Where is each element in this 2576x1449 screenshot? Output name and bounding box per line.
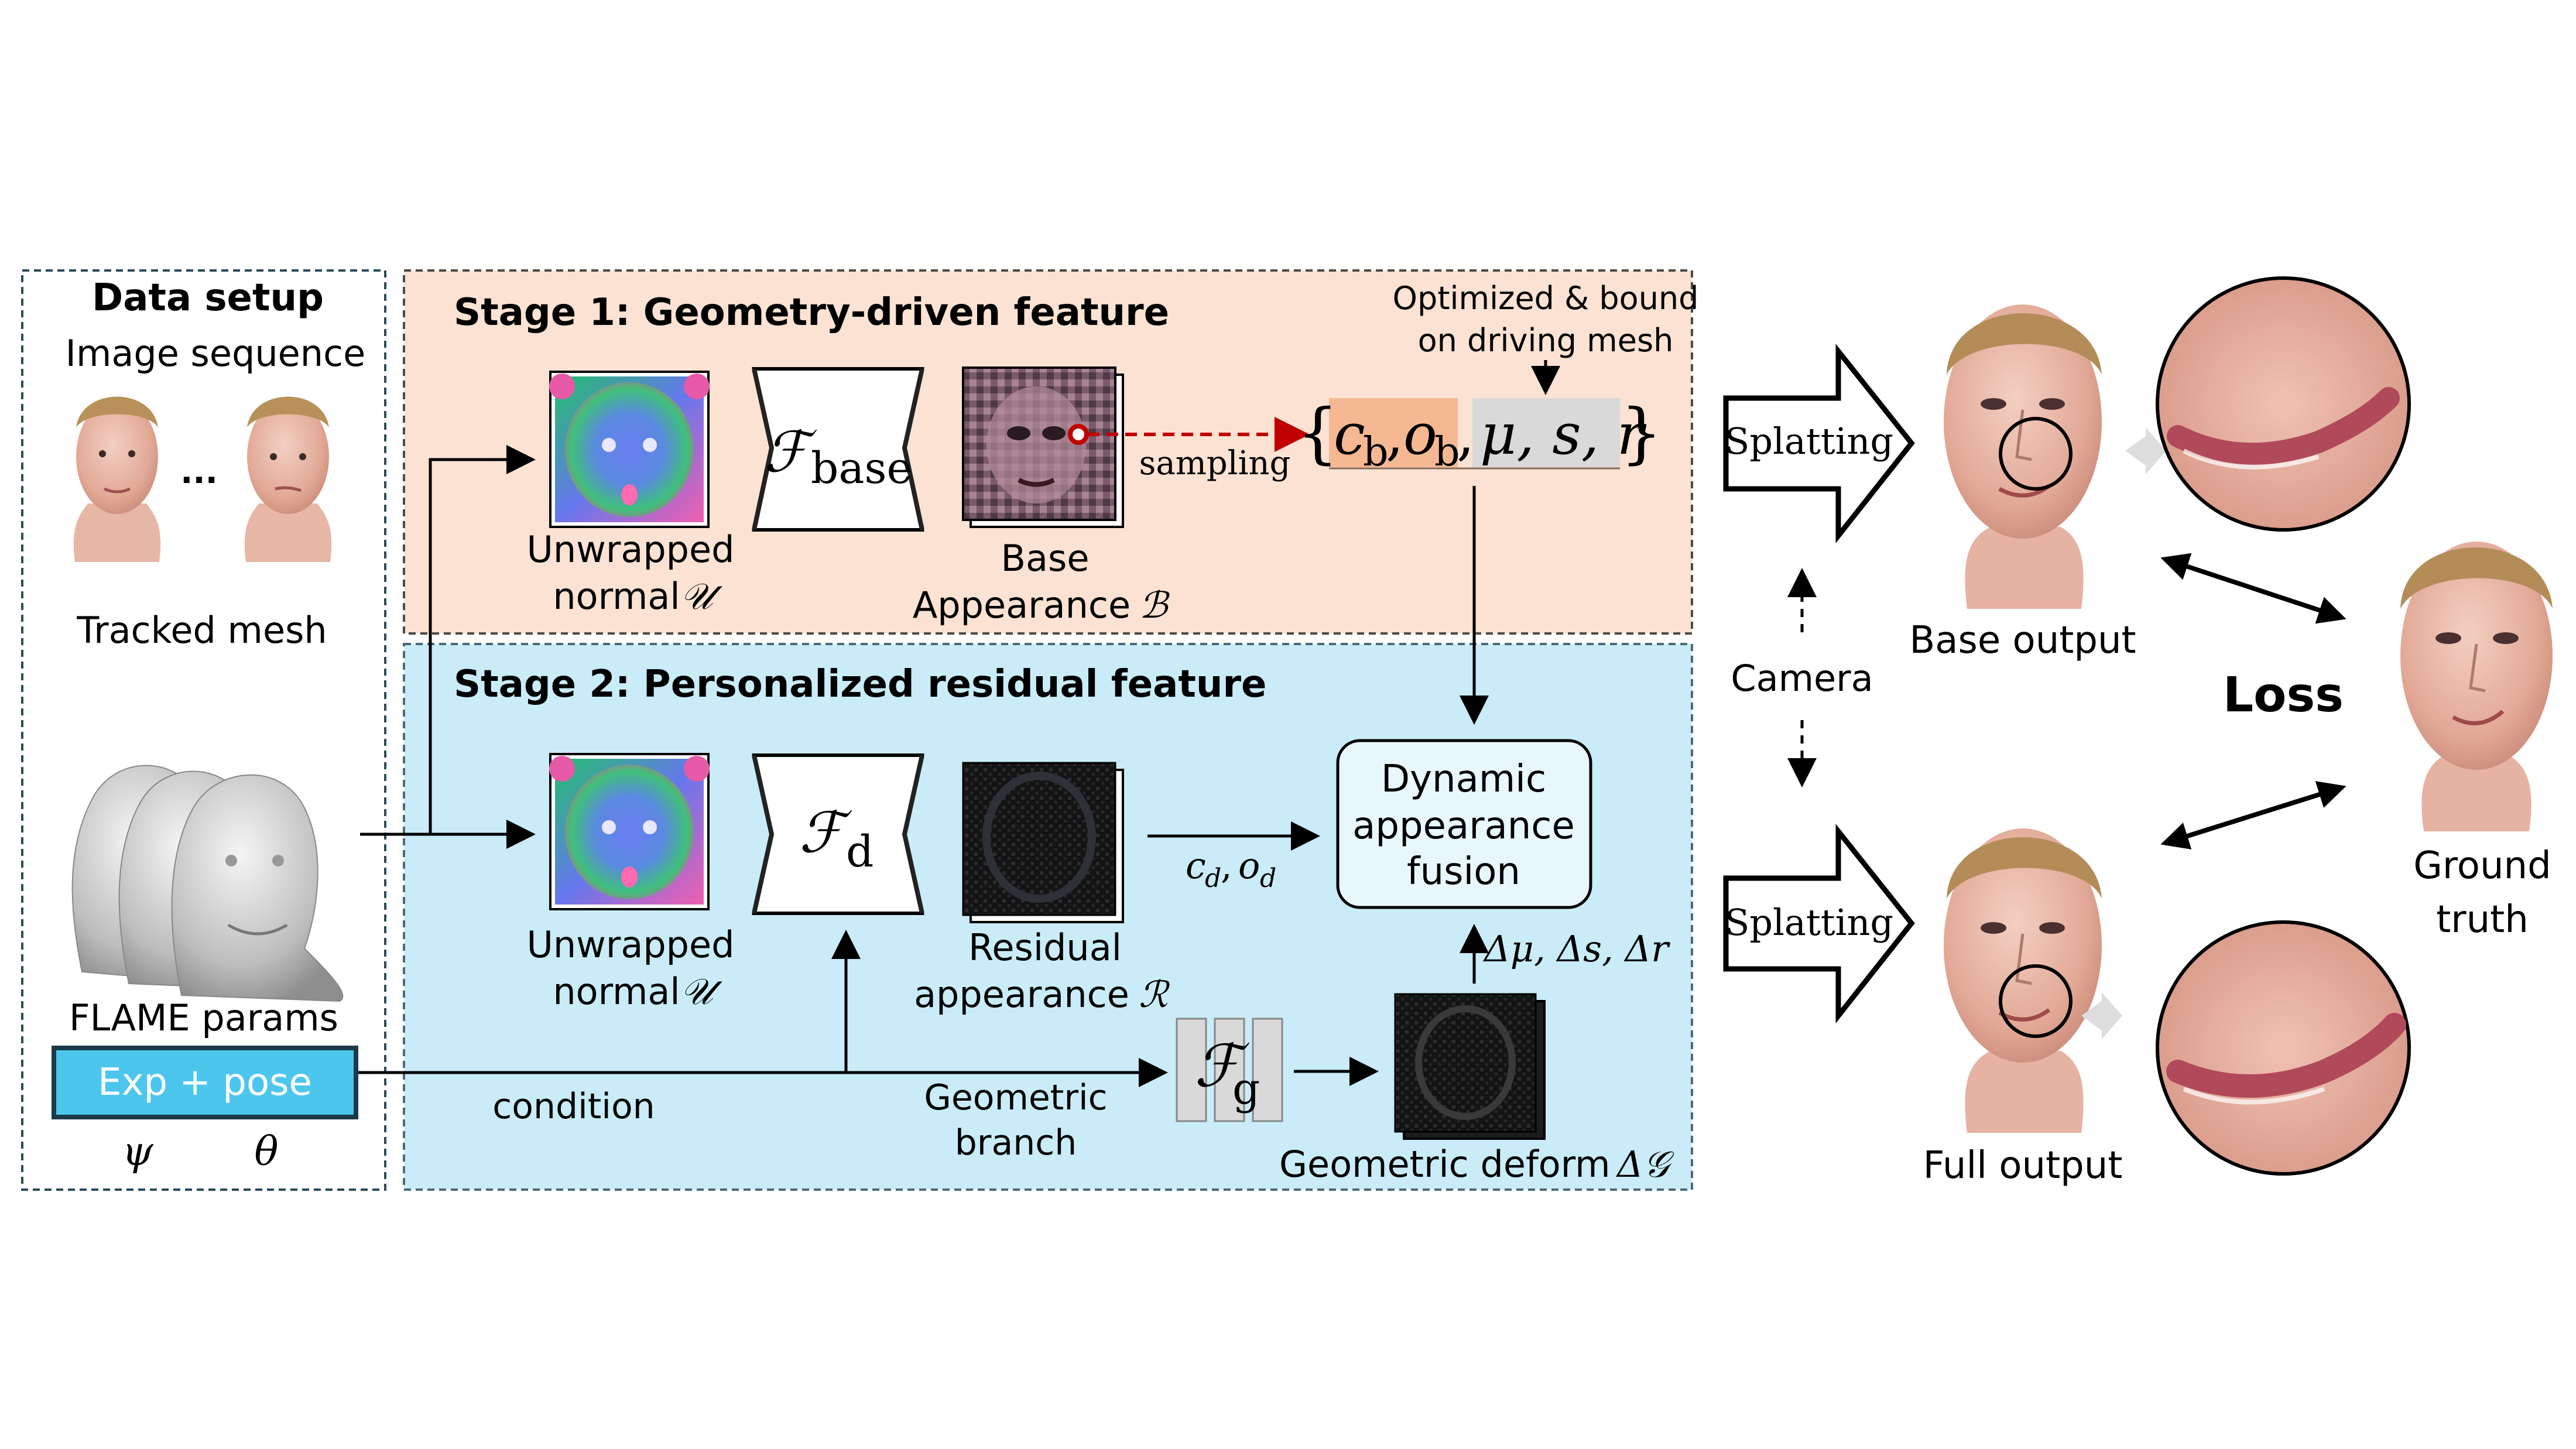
geo-deform-label: Geometric deform	[1279, 1143, 1611, 1186]
dynamic-fusion-box	[1336, 739, 1592, 909]
stage2-unwrapped-label-line2: normal	[553, 970, 680, 1013]
mu-s-r-highlight	[1472, 398, 1620, 467]
full-zoom-pointer	[2081, 992, 2122, 1039]
f-g-network	[1176, 1018, 1283, 1122]
full-output-label: Full output	[1923, 1144, 2123, 1187]
comma-2: ,	[1457, 402, 1475, 467]
splatting-label-top: Splatting	[1725, 420, 1893, 463]
splatting-label-bottom: Splatting	[1725, 901, 1893, 944]
mesh-to-stage1-normal-arrow	[360, 445, 536, 836]
cd-symbol: c	[1186, 844, 1206, 887]
stage2-normal-map	[549, 753, 710, 910]
tracked-mesh-image	[71, 765, 344, 1002]
cb-ob-highlight	[1329, 398, 1458, 467]
geo-deform-dg-symbol: Δ𝒢	[1616, 1143, 1674, 1186]
exp-pose-label: Exp + pose	[98, 1061, 312, 1104]
stage2-title: Stage 2: Personalized residual feature	[454, 663, 1266, 706]
optimized-label-line2: on driving mesh	[1418, 322, 1674, 359]
data-flow-arrows	[358, 445, 1168, 1087]
camera-label: Camera	[1731, 657, 1873, 700]
f-base-subscript: base	[811, 443, 912, 494]
brace-close: }	[1621, 395, 1662, 471]
full-output-zoom	[2156, 920, 2411, 1176]
base-appearance-texture	[962, 366, 1124, 528]
cb-subscript: b	[1363, 429, 1389, 475]
ground-truth-face	[2400, 542, 2553, 831]
base-zoom-pointer	[2125, 427, 2166, 474]
stage1-unwrapped-label-line1: Unwrapped	[526, 528, 734, 571]
exp-pose-box	[52, 1046, 358, 1119]
f-d-network	[752, 753, 924, 915]
image-sequence-ellipsis: ...	[180, 453, 218, 491]
mu-s-r-symbols: μ, s, r	[1480, 402, 1647, 467]
image-sequence-label: Image sequence	[66, 332, 366, 375]
fusion-label-line2: appearance	[1352, 804, 1575, 848]
f-base-network	[752, 367, 924, 532]
residual-appearance-texture	[962, 762, 1124, 923]
comma-1: ,	[1386, 402, 1404, 467]
base-output-face	[1944, 304, 2102, 609]
f-g-subscript: g	[1232, 1064, 1260, 1114]
residual-r-symbol: ℛ	[1139, 973, 1170, 1016]
ob-subscript: b	[1434, 429, 1460, 475]
tracked-mesh-label: Tracked mesh	[76, 609, 327, 652]
stage1-title: Stage 1: Geometry-driven feature	[454, 291, 1169, 334]
optimized-label-line1: Optimized & bound	[1393, 280, 1699, 317]
stage1-panel: Stage 1: Geometry-driven feature Unwrapp…	[403, 269, 1699, 635]
base-appearance-label-line2: Appearance	[913, 584, 1131, 626]
loss-arrow-full	[2160, 781, 2347, 849]
deltas-label: Δμ, Δs, Δr	[1483, 927, 1670, 970]
data-setup-panel: Data setup Image sequence ... Tracked me…	[21, 269, 386, 1191]
psi-symbol: ψ	[122, 1129, 153, 1175]
residual-label-line1: Residual	[968, 926, 1122, 969]
ground-truth-label-line1: Ground	[2413, 844, 2551, 888]
outputs-section: Splatting Splatting Camera Base output	[1723, 276, 2553, 1187]
base-appearance-label-line1: Base	[1001, 537, 1090, 580]
data-setup-border	[21, 269, 386, 1191]
loss-label: Loss	[2223, 667, 2344, 723]
ground-truth-label-line2: truth	[2436, 898, 2529, 941]
condition-label: condition	[492, 1086, 655, 1127]
stage1-normal-map	[549, 371, 710, 528]
base-output-label: Base output	[1909, 619, 2136, 662]
base-appearance-b-symbol: ℬ	[1139, 584, 1170, 626]
f-d-subscript: d	[846, 827, 873, 877]
splatting-arrow-bottom	[1723, 824, 1915, 1023]
flame-params-label: FLAME params	[69, 996, 338, 1039]
geo-branch-label-line1: Geometric	[924, 1077, 1107, 1118]
ob-symbol: o	[1403, 402, 1437, 467]
image-sequence-face-1	[73, 396, 161, 562]
geo-branch-label-line2: branch	[955, 1122, 1077, 1163]
image-sequence-face-2	[244, 396, 332, 562]
base-output-zoom	[2156, 276, 2411, 532]
cb-symbol: c	[1334, 402, 1365, 467]
stage2-unwrapped-label-line1: Unwrapped	[526, 923, 734, 966]
loss-arrow-base	[2160, 553, 2347, 624]
full-output-face	[1944, 828, 2102, 1133]
residual-label-line2: appearance	[914, 973, 1129, 1016]
brace-open: {	[1297, 395, 1338, 471]
cd-comma: ,	[1221, 844, 1232, 887]
geometric-deform-texture	[1394, 993, 1546, 1140]
sampling-label: sampling	[1139, 444, 1291, 482]
theta-symbol: θ	[255, 1129, 279, 1175]
od-subscript: d	[1260, 864, 1276, 893]
data-setup-title: Data setup	[92, 276, 324, 320]
stage1-unwrapped-label-line2: normal	[553, 575, 680, 618]
fusion-label-line1: Dynamic	[1381, 758, 1546, 801]
gaussian-parameter-set: { c b , o b , μ, s, r }	[1297, 395, 1662, 475]
cd-subscript: d	[1205, 864, 1221, 893]
splatting-arrow-top	[1723, 344, 1915, 543]
od-symbol: o	[1238, 844, 1260, 887]
stage2-panel: Stage 2: Personalized residual feature U…	[403, 486, 1693, 1191]
fusion-label-line3: fusion	[1407, 850, 1520, 893]
